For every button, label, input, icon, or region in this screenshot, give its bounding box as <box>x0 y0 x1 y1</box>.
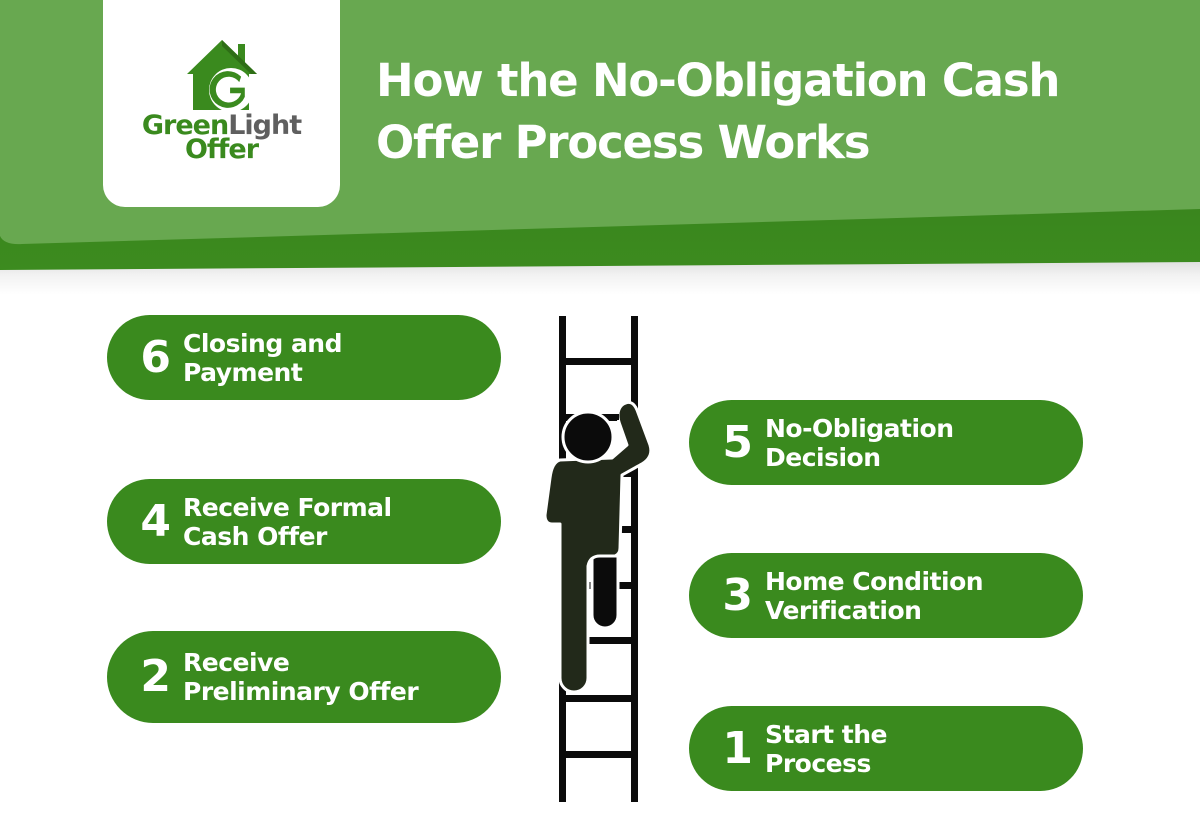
logo-wordmark-line1: GreenLight <box>103 112 340 139</box>
page-title: How the No-Obligation Cash Offer Process… <box>376 50 1196 174</box>
step-number: 4 <box>140 495 171 547</box>
step-number: 5 <box>722 416 753 468</box>
step-number: 3 <box>722 569 753 621</box>
logo: GreenLight Offer <box>103 0 340 207</box>
house-g-icon <box>187 40 257 112</box>
step-number: 6 <box>140 331 171 383</box>
step-number: 1 <box>722 722 753 774</box>
title-line1: How the No-Obligation Cash <box>376 54 1060 107</box>
logo-word-light: Light <box>228 110 302 141</box>
person-climbing-ladder-icon <box>543 316 653 802</box>
title-line2: Offer Process Works <box>376 116 871 169</box>
logo-word-green: Green <box>141 110 229 141</box>
logo-wordmark-line2: Offer <box>184 134 259 165</box>
step-number: 2 <box>140 651 171 702</box>
